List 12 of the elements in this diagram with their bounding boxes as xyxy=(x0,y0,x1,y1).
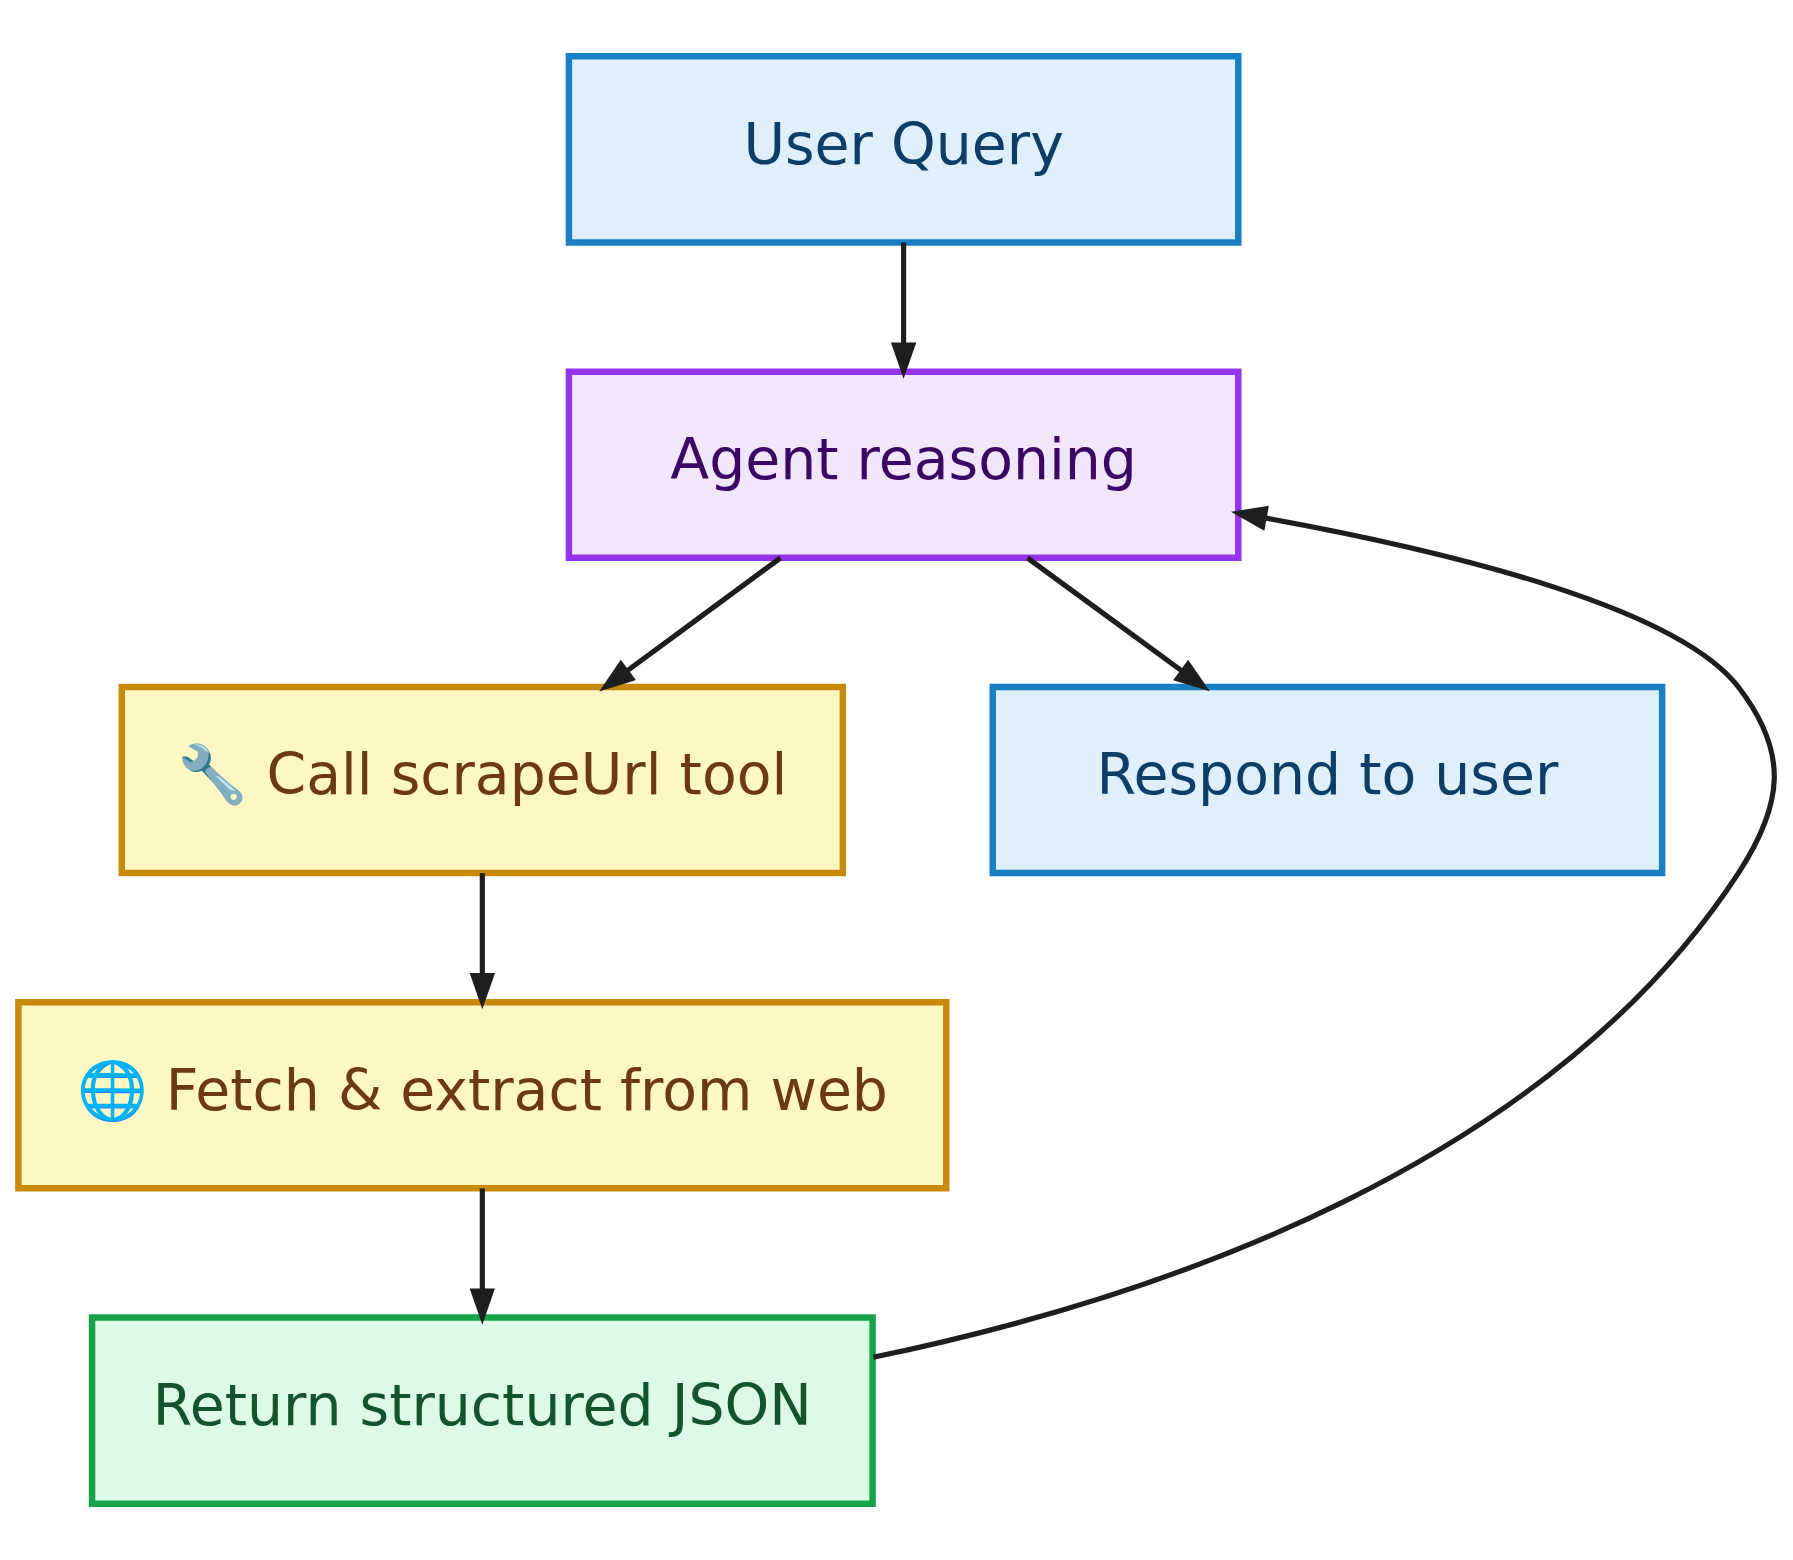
arrow xyxy=(890,242,917,379)
arrow xyxy=(469,1188,495,1325)
arrow xyxy=(872,505,1777,1360)
node-box: Agent reasoning xyxy=(565,368,1242,561)
node-box: User Query xyxy=(565,53,1242,246)
node-box: Respond to user xyxy=(989,683,1666,877)
arrow xyxy=(599,555,783,692)
node-box: 🌐 Fetch & extract from web xyxy=(15,999,950,1192)
arrow xyxy=(1025,555,1210,692)
node-box: Return structured JSON xyxy=(88,1314,876,1507)
arrow xyxy=(469,873,495,1010)
node-box: 🔧 Call scrapeUrl tool xyxy=(118,683,847,877)
